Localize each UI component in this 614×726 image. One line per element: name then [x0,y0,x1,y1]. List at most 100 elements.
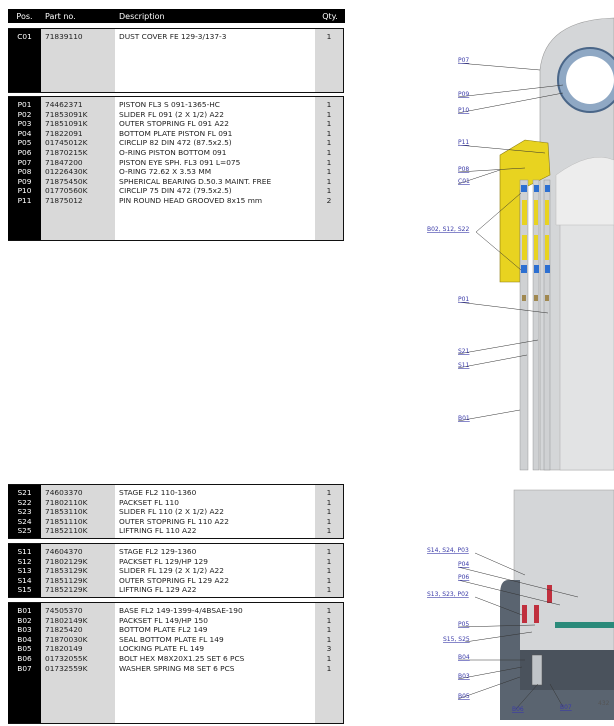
row-description: WASHER SPRING M8 SET 6 PCS [119,663,235,673]
callout-label: P07 [458,57,469,64]
header-pos: Pos. [16,11,33,21]
row-qty: 1 [326,167,332,177]
callout-label: B06 [512,706,524,713]
row-pos: P07 [17,157,32,167]
callout-label: S11 [458,362,470,369]
row-qty: 1 [326,606,332,615]
row-description: SEAL BOTTOM PLATE FL 149 [119,634,224,644]
row-description: O-RING 72.62 X 3.53 MM [119,167,212,177]
row-description: PISTON EYE SPH. FL3 091 L=075 [119,157,241,167]
row-description: DUST COVER FE 129-3/137-3 [119,32,227,41]
row-part-no: 71875450K [45,176,88,186]
row-part-no: 71847200 [45,157,83,167]
row-description: LIFTRING FL 110 A22 [119,526,197,536]
callout-label: P06 [458,574,469,581]
row-pos: S15 [17,585,32,595]
row-qty: 1 [326,556,332,566]
header-part-no: Part no. [45,11,76,21]
row-qty: 1 [326,634,332,644]
row-qty: 1 [326,526,332,536]
row-description: BOTTOM PLATE PISTON FL 091 [119,128,233,138]
row-description: STAGE FL2 129-1360 [119,547,197,556]
row-pos: P11 [17,195,32,205]
row-pos: B03 [17,625,32,635]
row-description: SPHERICAL BEARING D.50.3 MAINT. FREE [119,176,272,186]
row-pos: B02 [17,615,32,625]
callout-label: C01 [458,178,470,185]
row-description: SLIDER FL 091 (2 X 1/2) A22 [119,109,224,119]
row-pos: P09 [17,176,32,186]
row-pos: P01 [17,100,32,109]
row-qty: 1 [326,119,332,129]
row-pos: P04 [17,128,32,138]
row-part-no: 74604370 [45,547,83,556]
row-part-no: 71825420 [45,625,83,635]
callout-label: S14, S24, P03 [427,547,469,554]
slider-markers [522,585,552,623]
row-pos: B05 [17,644,32,654]
row-pos: S25 [17,526,32,536]
callout-label: P01 [458,296,469,303]
row-qty: 1 [326,488,332,497]
row-description: BOTTOM PLATE FL2 149 [119,625,208,635]
row-qty: 3 [326,644,332,654]
row-qty: 1 [326,615,332,625]
row-part-no: 71853091K [45,109,88,119]
row-description: PACKSET FL 110 [119,497,179,507]
row-pos: S21 [17,488,32,497]
row-part-no: 01732055K [45,653,88,663]
row-qty: 1 [326,516,332,526]
row-pos: P10 [17,186,32,196]
callouts-top [457,62,564,422]
row-pos: S24 [17,516,32,526]
row-qty: 2 [326,195,332,205]
table-row: P09 71875450K SPHERICAL BEARING D.50.3 MAI… [8,177,343,187]
row-description: OUTER STOPRING FL 110 A22 [119,516,229,526]
row-part-no: 01745012K [45,138,88,148]
callout-label: P10 [458,107,469,114]
callout-label: B07 [560,704,572,711]
table-row: P11 71875012 PIN ROUND HEAD GROOVED 8x15 m… [8,196,343,206]
row-part-no: 71851110K [45,516,88,526]
header-qty: Qty. [322,11,338,21]
row-part-no: 74505370 [45,606,83,615]
callout-label: B05 [458,693,470,700]
row-part-no: 71875012 [45,195,83,205]
row-pos: P06 [17,147,32,157]
row-part-no: 71853129K [45,566,88,576]
row-part-no: 71851091K [45,119,88,129]
row-part-no: 71870215K [45,147,88,157]
callout-label: P08 [458,166,469,173]
row-part-no: 74603370 [45,488,83,497]
row-description: PISTON FL3 S 091-1365-HC [119,100,220,109]
row-description: PIN ROUND HEAD GROOVED 8x15 mm [119,195,263,205]
row-pos: P03 [17,119,32,129]
row-part-no: 01732559K [45,663,88,673]
row-description: CIRCLIP 82 DIN 472 (87.5x2.5) [119,138,232,148]
row-pos: C01 [17,32,32,41]
header-description: Description [119,11,165,21]
row-qty: 1 [326,32,332,41]
row-part-no: 71802129K [45,556,88,566]
row-description: SLIDER FL 110 (2 X 1/2) A22 [119,507,224,517]
row-qty: 1 [326,138,332,148]
row-qty: 1 [326,147,332,157]
